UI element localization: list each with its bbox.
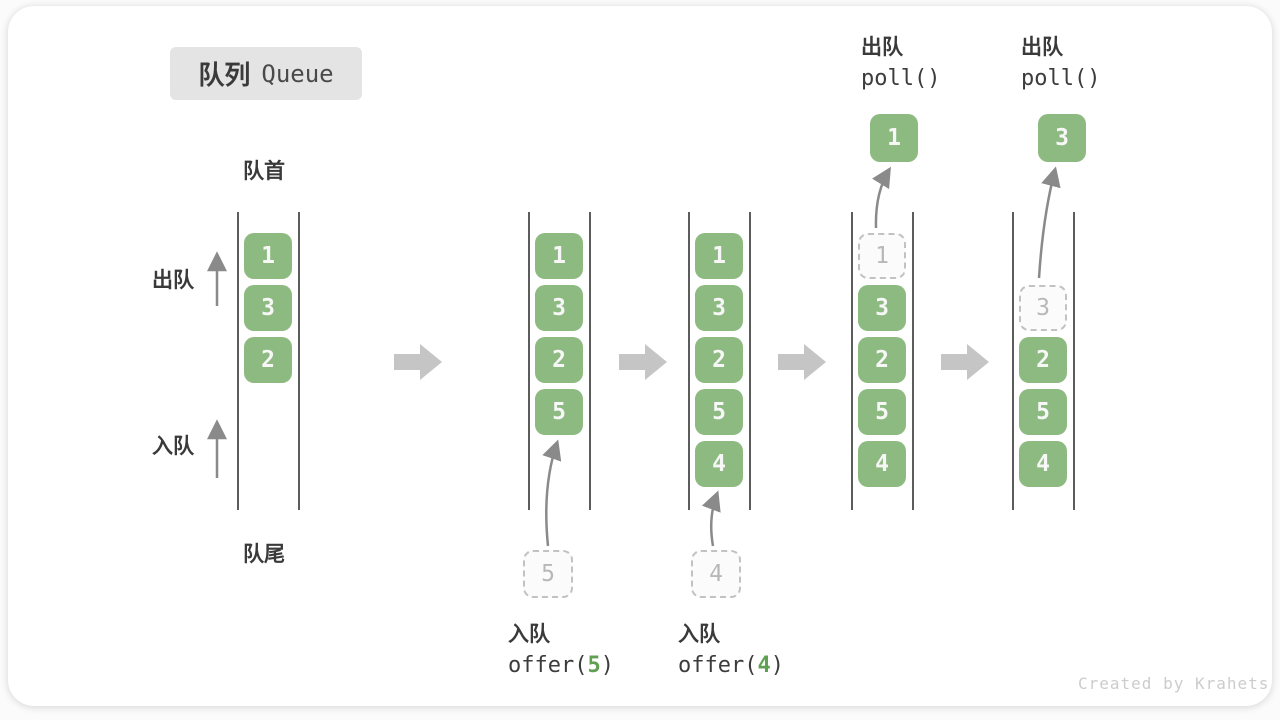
queue1-left-wall <box>237 212 239 510</box>
queue5-cell: 4 <box>1019 441 1067 487</box>
queue4-removed-ghost-cell: 1 <box>858 233 906 279</box>
queue2-cell: 5 <box>535 389 583 435</box>
queue3-incoming-ghost-cell: 4 <box>691 550 741 598</box>
label-queue-rear: 队尾 <box>243 543 285 566</box>
queue4-cell: 3 <box>858 285 906 331</box>
label-enqueue-col2: 入队 <box>508 623 550 646</box>
label-enqueue-col3: 入队 <box>678 623 720 646</box>
queue2-left-wall <box>528 212 530 510</box>
queue1-cell: 2 <box>244 337 292 383</box>
queue4-cell: 2 <box>858 337 906 383</box>
code-offer-col2-post: ) <box>600 653 614 678</box>
credit-text: Created by Krahets <box>1078 674 1270 693</box>
label-dequeue-col4: 出队 <box>861 36 903 59</box>
code-offer-col3-pre: offer( <box>678 653 758 678</box>
code-offer-col3: offer(4) <box>678 653 784 678</box>
queue2-cell: 3 <box>535 285 583 331</box>
queue4-cell: 4 <box>858 441 906 487</box>
queue3-cell: 5 <box>695 389 743 435</box>
label-enqueue-left: 入队 <box>152 435 194 458</box>
diagram-title: 队列 Queue <box>170 47 362 100</box>
title-english: Queue <box>261 59 334 88</box>
queue3-cell: 4 <box>695 441 743 487</box>
queue5-left-wall <box>1012 212 1014 510</box>
code-offer-col2: offer(5) <box>508 653 614 678</box>
queue3-right-wall <box>749 212 751 510</box>
queue4-popped-cell: 1 <box>870 114 918 162</box>
code-offer-col3-post: ) <box>770 653 784 678</box>
label-queue-front: 队首 <box>243 160 285 183</box>
code-offer-col2-arg: 5 <box>587 653 601 678</box>
queue2-incoming-ghost-cell: 5 <box>523 550 573 598</box>
code-offer-col3-arg: 4 <box>757 653 771 678</box>
diagram-card <box>8 6 1272 706</box>
queue4-right-wall <box>912 212 914 510</box>
queue4-left-wall <box>851 212 853 510</box>
label-dequeue-col5: 出队 <box>1021 36 1063 59</box>
queue1-cell: 3 <box>244 285 292 331</box>
title-chinese: 队列 <box>198 60 251 90</box>
queue2-cell: 2 <box>535 337 583 383</box>
code-poll-col4: poll() <box>861 66 941 91</box>
queue2-cell: 1 <box>535 233 583 279</box>
queue3-cell: 1 <box>695 233 743 279</box>
queue5-removed-ghost-cell: 3 <box>1019 285 1067 331</box>
queue3-left-wall <box>688 212 690 510</box>
queue4-cell: 5 <box>858 389 906 435</box>
label-dequeue-left: 出队 <box>152 269 194 292</box>
queue5-popped-cell: 3 <box>1038 114 1086 162</box>
queue3-cell: 2 <box>695 337 743 383</box>
queue5-right-wall <box>1073 212 1075 510</box>
queue5-cell: 2 <box>1019 337 1067 383</box>
queue1-cell: 1 <box>244 233 292 279</box>
queue2-right-wall <box>589 212 591 510</box>
queue3-cell: 3 <box>695 285 743 331</box>
code-offer-col2-pre: offer( <box>508 653 588 678</box>
code-poll-col5: poll() <box>1021 66 1101 91</box>
queue5-cell: 5 <box>1019 389 1067 435</box>
queue1-right-wall <box>298 212 300 510</box>
